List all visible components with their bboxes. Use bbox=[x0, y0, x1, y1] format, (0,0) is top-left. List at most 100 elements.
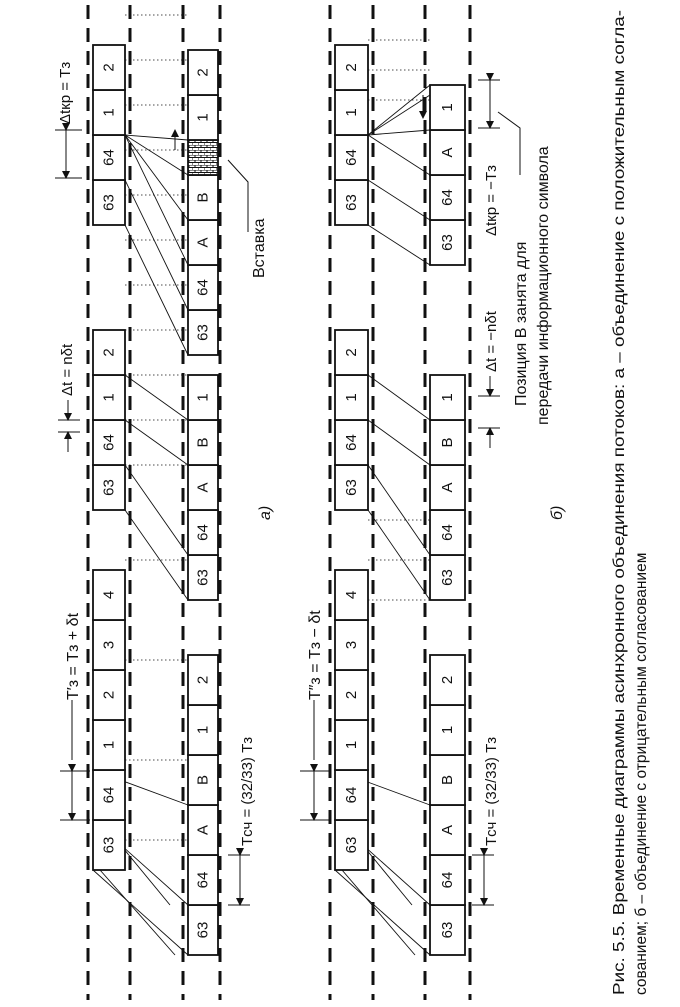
delta-n-top-label: Δt = nδt bbox=[59, 343, 76, 396]
frame-cell: 1 bbox=[92, 89, 126, 136]
frame-cell: 64 bbox=[334, 134, 369, 181]
frame-cell: 2 bbox=[429, 654, 466, 706]
cell-label: 63 bbox=[101, 837, 118, 854]
cell-label: 1 bbox=[195, 113, 212, 121]
frame-cell: B bbox=[187, 174, 219, 221]
cell-label: 2 bbox=[101, 691, 118, 699]
cell-label: 1 bbox=[101, 741, 118, 749]
frame-cell: 1 bbox=[334, 374, 369, 421]
frame-cell: 64 bbox=[187, 854, 219, 906]
cell-label: 63 bbox=[101, 479, 118, 496]
cell-label: 1 bbox=[343, 108, 360, 116]
frame-cell: A bbox=[187, 464, 219, 511]
frame-cell: 64 bbox=[92, 134, 126, 181]
frame-cell: 63 bbox=[429, 219, 466, 266]
dimension-markers bbox=[55, 73, 521, 906]
frame-cell: 64 bbox=[187, 509, 219, 556]
frame-cell: 1 bbox=[187, 704, 219, 756]
cell-label: 2 bbox=[195, 68, 212, 76]
cell-label: B bbox=[439, 437, 456, 447]
frame-cell: 63 bbox=[92, 464, 126, 511]
vstavka-label: Вставка bbox=[251, 218, 268, 278]
frame-cell: 4 bbox=[92, 569, 126, 621]
cell-label: 1 bbox=[439, 103, 456, 111]
frame-cell: 2 bbox=[334, 329, 369, 376]
cell-label: 4 bbox=[343, 591, 360, 599]
cell-label: 64 bbox=[195, 524, 212, 541]
cell-label: 3 bbox=[343, 641, 360, 649]
frame-cell: A bbox=[429, 129, 466, 176]
frame-cell: 4 bbox=[334, 569, 369, 621]
dotted-guides bbox=[125, 14, 430, 841]
frame-cell: 63 bbox=[334, 464, 369, 511]
cell-label: 1 bbox=[195, 726, 212, 734]
frame-cell: 64 bbox=[92, 769, 126, 821]
figure-caption-line1: Рис. 5.5. Временные диаграммы асинхронно… bbox=[611, 10, 628, 995]
rotated-labels: T′з = Tз + δt T″з = Tз − δt Tсч = (32/33… bbox=[57, 10, 650, 995]
cell-label: 1 bbox=[343, 393, 360, 401]
cell-label: A bbox=[439, 825, 456, 835]
frame-cell: 2 bbox=[187, 654, 219, 706]
cell-label: 63 bbox=[195, 569, 212, 586]
frame-cell: 63 bbox=[92, 819, 126, 871]
frame-cell: 63 bbox=[187, 554, 219, 601]
frame-cell: 64 bbox=[92, 419, 126, 466]
cell-label: 1 bbox=[343, 741, 360, 749]
stream-boundary-lines bbox=[86, 5, 472, 1000]
frame-cell: 2 bbox=[92, 669, 126, 721]
cell-label: A bbox=[439, 147, 456, 157]
cell-label: 64 bbox=[101, 149, 118, 166]
cell-label: 63 bbox=[439, 922, 456, 939]
frame-cell: 64 bbox=[334, 769, 369, 821]
frame-cell: 64 bbox=[429, 509, 466, 556]
cell-label: 64 bbox=[343, 149, 360, 166]
figure-caption-line2: сованием; б – объединение с отрицательны… bbox=[633, 553, 650, 995]
frame-cells: 636412346364AB126364126364AB16364126364A… bbox=[92, 44, 466, 956]
cell-label: 64 bbox=[101, 787, 118, 804]
frame-cell: 1 bbox=[187, 374, 219, 421]
cell-label: 63 bbox=[343, 194, 360, 211]
stuffing-cell bbox=[187, 139, 219, 176]
delta-n-bottom-label: Δt = −nδt bbox=[483, 310, 500, 372]
cell-label: A bbox=[439, 482, 456, 492]
frame-cell: 64 bbox=[429, 174, 466, 221]
cell-label: 2 bbox=[343, 691, 360, 699]
frame-cell: 2 bbox=[334, 669, 369, 721]
frame-cell: A bbox=[429, 804, 466, 856]
frame-cell: B bbox=[187, 419, 219, 466]
cell-label: 2 bbox=[101, 348, 118, 356]
frame-cell: 64 bbox=[334, 419, 369, 466]
cell-label: 64 bbox=[439, 872, 456, 889]
frame-cell: 63 bbox=[429, 554, 466, 601]
cell-label: 63 bbox=[195, 324, 212, 341]
position-b-label-line2: передачи информационного символа bbox=[535, 146, 552, 425]
frame-cell: 1 bbox=[92, 374, 126, 421]
cell-label: 64 bbox=[343, 434, 360, 451]
cell-label: B bbox=[195, 192, 212, 202]
cell-label: 64 bbox=[101, 434, 118, 451]
part-b-label: б) bbox=[549, 506, 566, 520]
cell-label: 63 bbox=[343, 837, 360, 854]
cell-label: A bbox=[195, 482, 212, 492]
frame-cell: B bbox=[429, 419, 466, 466]
cell-label: 63 bbox=[101, 194, 118, 211]
frame-cell: 64 bbox=[429, 854, 466, 906]
frame-cell: 64 bbox=[187, 264, 219, 311]
delta-kr-top-label: Δtкр = Tз bbox=[57, 62, 74, 124]
cell-label: 64 bbox=[195, 872, 212, 889]
cell-label: 2 bbox=[343, 348, 360, 356]
frame-cell: 2 bbox=[92, 329, 126, 376]
cell-label: 63 bbox=[343, 479, 360, 496]
frame-cell: 63 bbox=[334, 819, 369, 871]
frame-cell: 63 bbox=[334, 179, 369, 226]
frame-cell: 1 bbox=[334, 89, 369, 136]
frame-cell: B bbox=[187, 754, 219, 806]
cell-label: 2 bbox=[195, 676, 212, 684]
frame-cell: 1 bbox=[429, 374, 466, 421]
position-b-label-line1: Позиция В занята для bbox=[513, 242, 530, 406]
t-sch-top-label: Tсч = (32/33) Tз bbox=[239, 737, 256, 846]
frame-cell: 1 bbox=[334, 719, 369, 771]
frame-cell: 2 bbox=[187, 49, 219, 96]
cell-label: 4 bbox=[101, 591, 118, 599]
cell-label: 1 bbox=[439, 393, 456, 401]
